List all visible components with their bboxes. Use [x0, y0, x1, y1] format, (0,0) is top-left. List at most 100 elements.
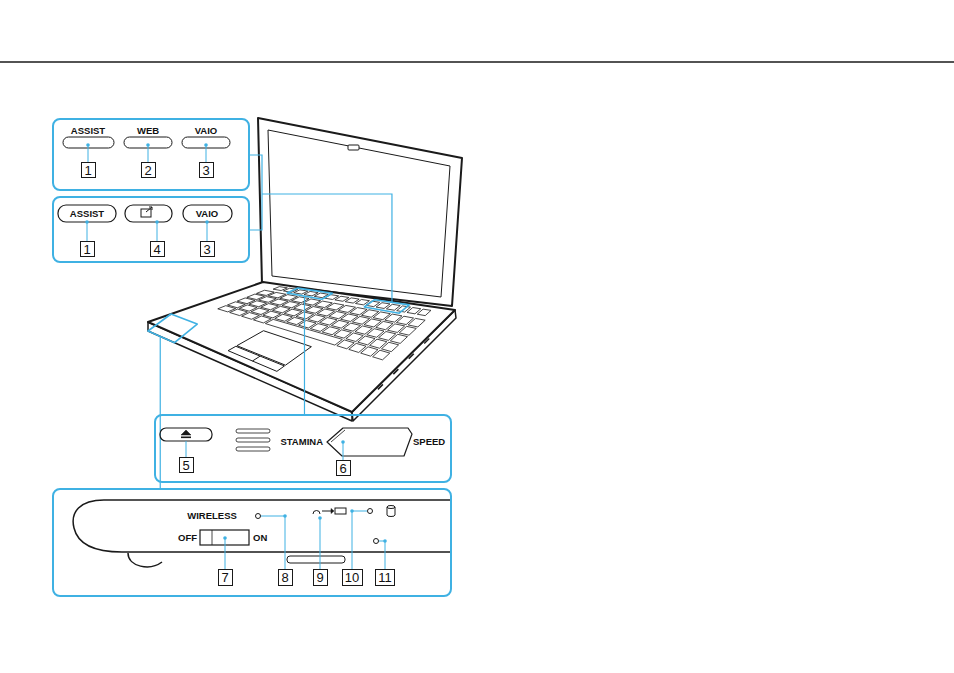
callout-panel: ASSIST WEB VAIO 1 2 3	[52, 118, 250, 191]
callout-number-text: 5	[182, 459, 189, 472]
button-label: SPEED	[413, 437, 445, 447]
leader-dot	[383, 539, 387, 543]
callout-number: 8	[278, 569, 293, 586]
switch-edge	[331, 430, 345, 442]
key	[390, 334, 407, 343]
slot	[287, 556, 345, 563]
leader-dot	[350, 509, 354, 513]
leader-line	[148, 145, 149, 162]
switch-divider	[212, 530, 213, 545]
indicator-lamp	[374, 539, 379, 544]
button-label: VAIO	[196, 209, 219, 219]
key	[417, 309, 431, 315]
leader-line	[304, 296, 305, 414]
leader-line	[379, 541, 385, 569]
display-icon-arrow	[146, 207, 152, 212]
port	[393, 369, 398, 374]
display-icon-arrow	[149, 207, 152, 210]
speaker-grille	[236, 429, 270, 433]
callout-number-text: 10	[345, 571, 359, 584]
panel-b-art	[58, 205, 232, 241]
arrow-icon	[331, 509, 334, 514]
callout-number-text: 3	[202, 164, 209, 177]
leader-line	[320, 518, 321, 569]
battery-icon	[335, 508, 346, 514]
touchpad	[237, 331, 311, 365]
highlight-keys-right	[364, 300, 409, 314]
camera	[348, 145, 359, 150]
button-label: WEB	[137, 126, 159, 136]
body-foot	[128, 553, 162, 567]
eject-symbol	[181, 430, 191, 435]
laptop-illustration	[148, 118, 462, 421]
headphone-icon	[313, 511, 320, 515]
button	[125, 205, 172, 222]
key	[399, 326, 416, 335]
callout-number: 2	[141, 162, 156, 178]
leader-line	[186, 441, 187, 457]
button-label: STAMINA	[280, 437, 323, 447]
callout-number: 6	[336, 460, 351, 476]
performance-switch	[327, 428, 412, 456]
button	[183, 205, 232, 222]
body-edge	[73, 500, 450, 552]
callout-number-text: 6	[339, 462, 346, 475]
callout-number-text: 9	[316, 571, 323, 584]
arrow-icon	[322, 511, 331, 512]
callout-number-text: 3	[203, 243, 210, 256]
speaker-grille	[236, 438, 270, 442]
key	[373, 350, 390, 360]
callout-number-text: 11	[378, 571, 392, 584]
callout-panel: ASSISTVAIO143	[52, 196, 250, 263]
callout-number-text: 2	[144, 164, 151, 177]
callout-number: 1	[80, 241, 95, 257]
panel-a-art	[63, 137, 230, 162]
key	[381, 342, 398, 351]
port	[409, 354, 414, 359]
button	[58, 205, 116, 222]
callout-number: 4	[150, 241, 165, 257]
panel-c-art	[160, 428, 412, 460]
button-label: OFF	[178, 533, 197, 543]
leader-line	[207, 222, 208, 241]
leader-line	[160, 336, 161, 488]
eject-symbol	[181, 437, 191, 439]
base-top	[148, 282, 455, 412]
button-label: ON	[253, 533, 267, 543]
body-edge	[104, 499, 450, 501]
leader-line	[157, 222, 158, 241]
panel-d-art	[73, 500, 450, 569]
leader-line	[88, 145, 89, 162]
leader-line	[352, 511, 367, 569]
callout-number-text: 7	[221, 571, 228, 584]
leader-bracket	[250, 155, 262, 230]
laptop-lid	[258, 118, 462, 306]
laptop-screen	[268, 130, 450, 297]
indicator-lamp	[256, 514, 261, 519]
key	[408, 318, 425, 327]
port	[424, 339, 429, 344]
callout-number: 5	[179, 457, 194, 473]
callout-number-text: 1	[84, 164, 91, 177]
leader-line	[225, 538, 226, 569]
leader-line	[206, 145, 207, 162]
callout-number: 10	[342, 569, 363, 586]
highlight-front	[148, 314, 197, 343]
callout-number: 1	[81, 162, 96, 178]
callout-panel: STAMINA SPEED 5 6	[154, 414, 452, 483]
indicator-lamp	[368, 509, 373, 514]
leader-dot	[283, 514, 287, 518]
callout-number: 7	[218, 569, 233, 586]
touchpad-buttons	[228, 346, 284, 371]
button-label: ASSIST	[71, 126, 105, 136]
port	[378, 384, 383, 389]
button-label: VAIO	[195, 126, 218, 136]
leader-line	[343, 442, 344, 460]
leader-line	[87, 222, 88, 241]
eject-button	[160, 428, 212, 441]
highlight-keys-left	[287, 288, 332, 299]
button-label: WIRELESS	[187, 511, 237, 521]
callout-number: 9	[313, 569, 328, 586]
callout-panel: WIRELESS OFF ON 7 8 9 10 11	[52, 488, 452, 597]
